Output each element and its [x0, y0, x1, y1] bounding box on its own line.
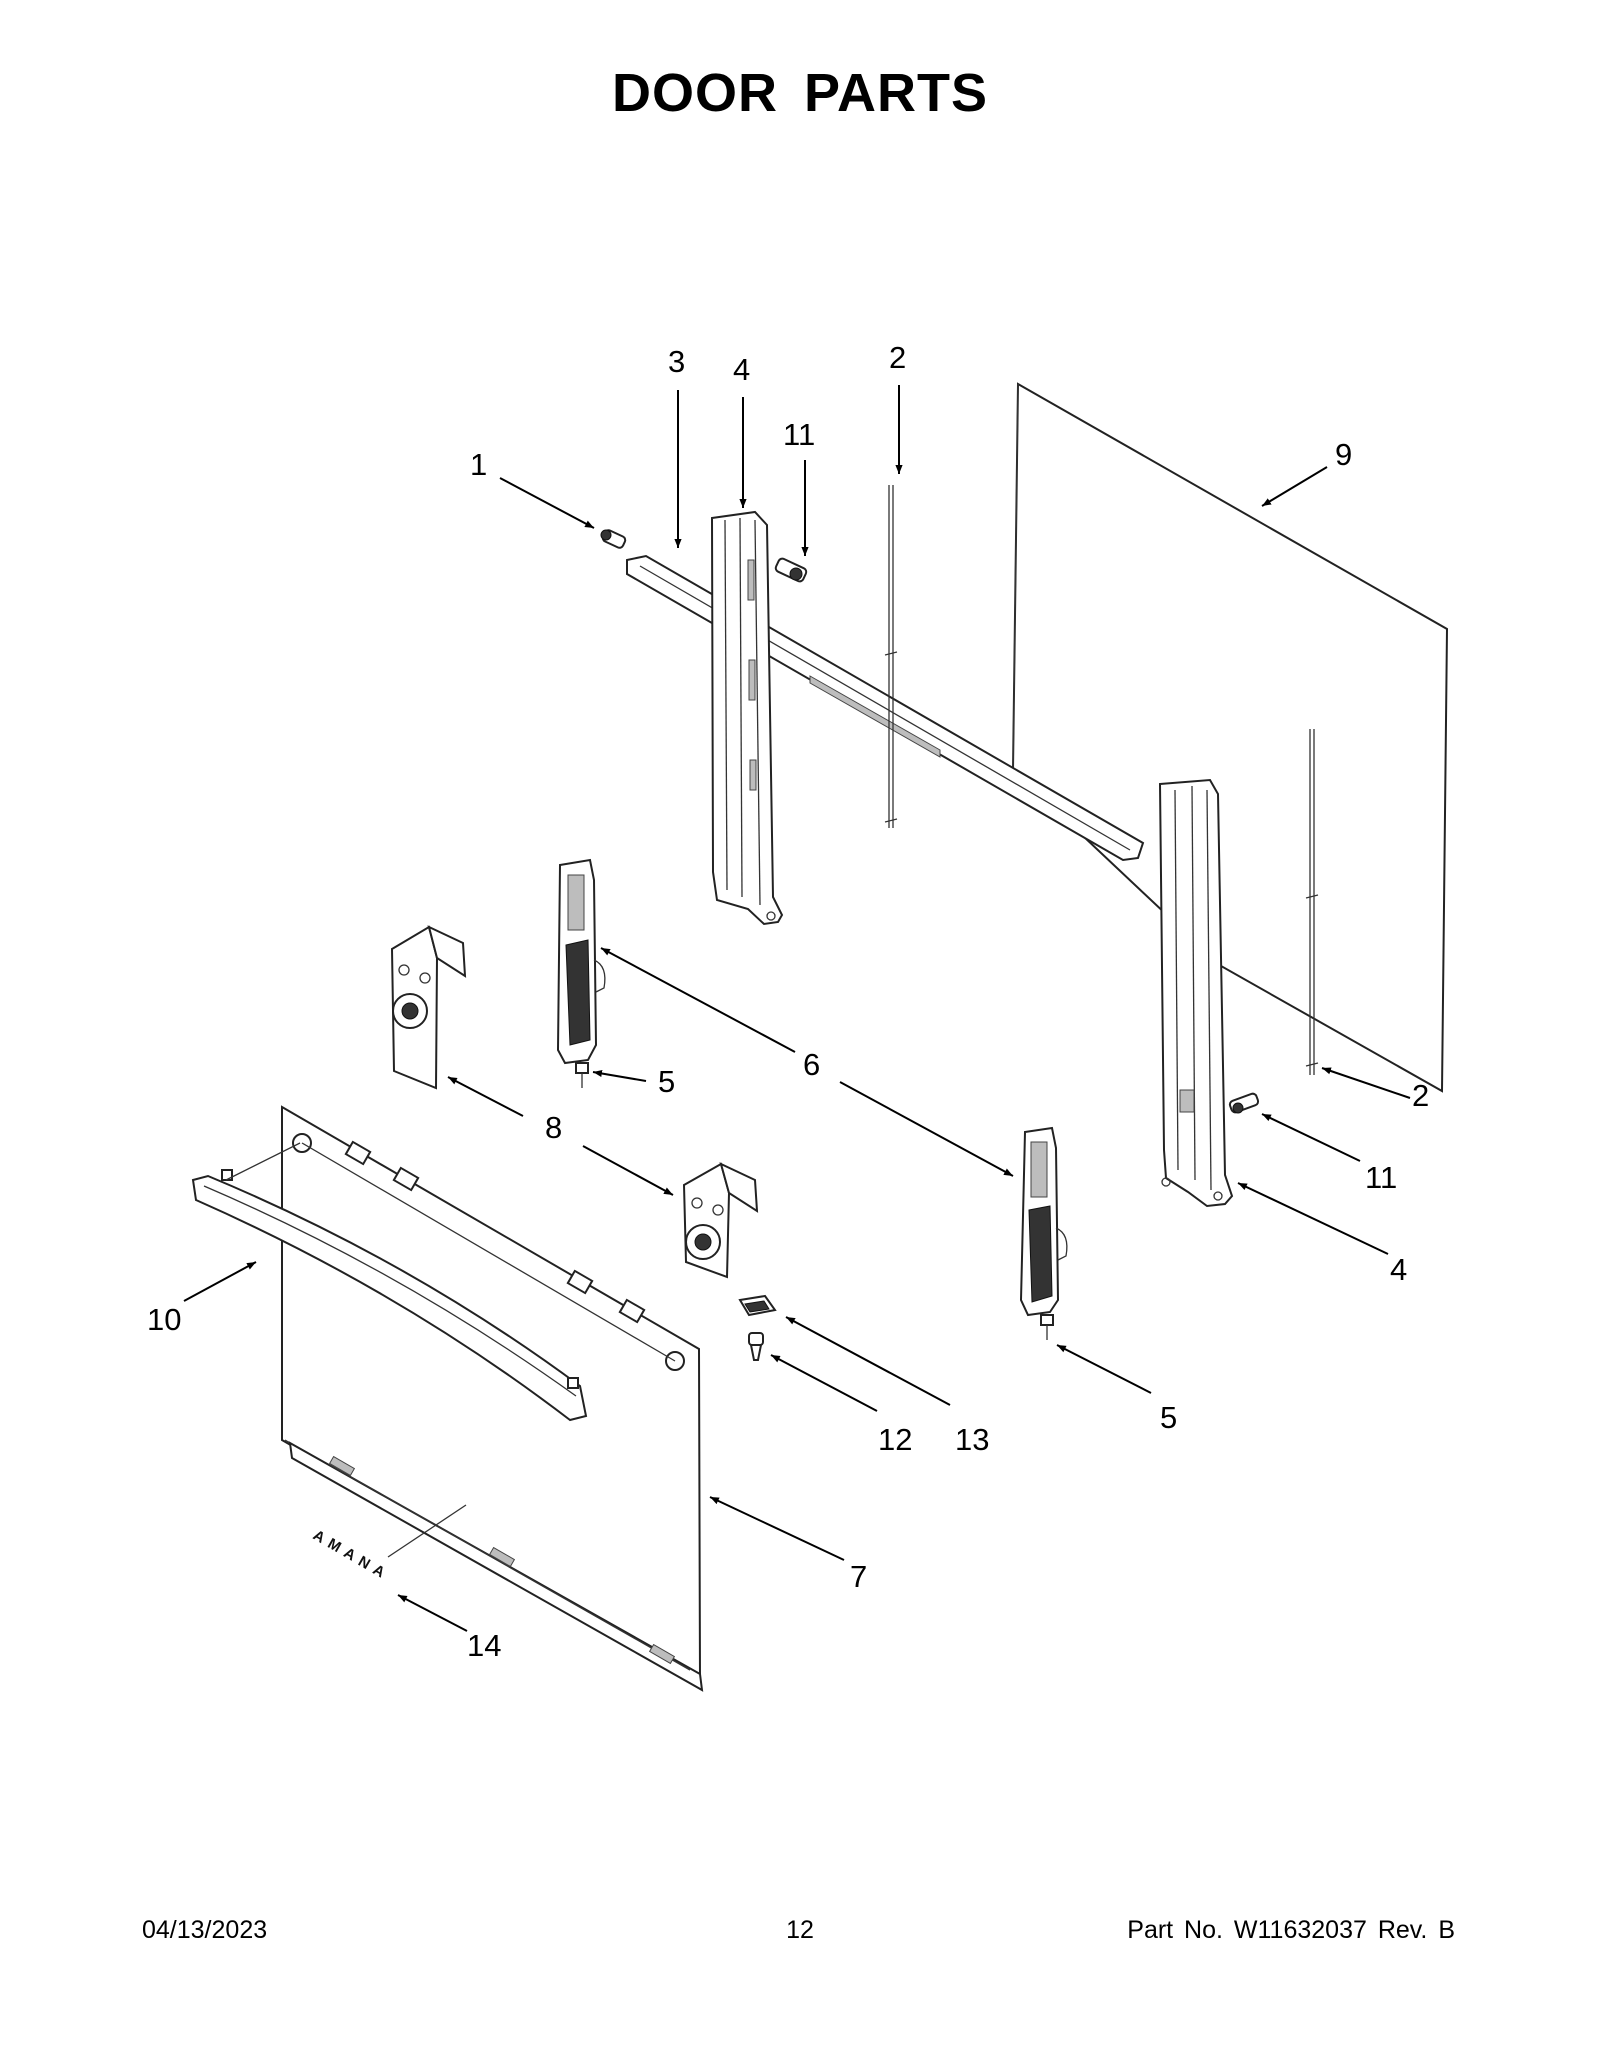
callout-14: 14 — [467, 1628, 501, 1663]
hinge-bracket-left — [390, 925, 467, 1090]
screw-part-5-left — [575, 1062, 589, 1088]
inner-glass-panel — [1011, 382, 1449, 1093]
bumper-part-12 — [748, 1332, 764, 1361]
callout-numbers: 1 3 4 11 2 9 2 11 4 5 6 8 10 5 12 13 7 1… — [147, 340, 1429, 1663]
wire-retainer-upper — [884, 485, 898, 828]
right-door-channel — [1158, 778, 1234, 1208]
callout-13: 13 — [955, 1422, 989, 1457]
door-handle — [191, 1142, 588, 1422]
callout-6: 6 — [803, 1047, 820, 1082]
clip-part-13 — [738, 1294, 777, 1317]
callout-8: 8 — [545, 1110, 562, 1145]
callout-1: 1 — [470, 447, 487, 482]
footer-part-number: Part No. W11632037 Rev. B — [1127, 1916, 1455, 1944]
callout-12: 12 — [878, 1422, 912, 1457]
leader-lines — [183, 385, 1411, 1632]
callout-4-upper: 4 — [733, 352, 750, 387]
logo-badge: AMANA — [310, 1504, 467, 1585]
screw-part-5-right — [1040, 1314, 1054, 1340]
callout-7: 7 — [850, 1559, 867, 1594]
screw-part-11-lower — [1228, 1092, 1260, 1114]
wire-retainer-lower — [1305, 729, 1319, 1075]
page-title: DOOR PARTS — [611, 63, 988, 123]
left-door-channel — [710, 510, 784, 926]
screw-part-1 — [600, 529, 627, 549]
callout-5-lower: 5 — [1160, 1400, 1177, 1435]
callout-10: 10 — [147, 1302, 181, 1337]
hinge-bracket-right — [682, 1162, 759, 1279]
outer-door-panel — [281, 1105, 704, 1692]
hinge-left — [556, 858, 606, 1065]
callout-2-upper: 2 — [889, 340, 906, 375]
footer-page-number: 12 — [786, 1916, 814, 1944]
callout-5-upper: 5 — [658, 1064, 675, 1099]
callout-2-lower: 2 — [1412, 1078, 1429, 1113]
callout-4-lower: 4 — [1390, 1252, 1407, 1287]
callout-9: 9 — [1335, 437, 1352, 472]
logo-text: AMANA — [310, 1527, 393, 1585]
screw-part-11-upper — [774, 557, 808, 583]
footer-date: 04/13/2023 — [142, 1916, 268, 1944]
hinge-right — [1019, 1126, 1068, 1317]
callout-11-upper: 11 — [783, 417, 815, 452]
callout-11-lower: 11 — [1365, 1160, 1397, 1195]
callout-3: 3 — [668, 344, 685, 379]
